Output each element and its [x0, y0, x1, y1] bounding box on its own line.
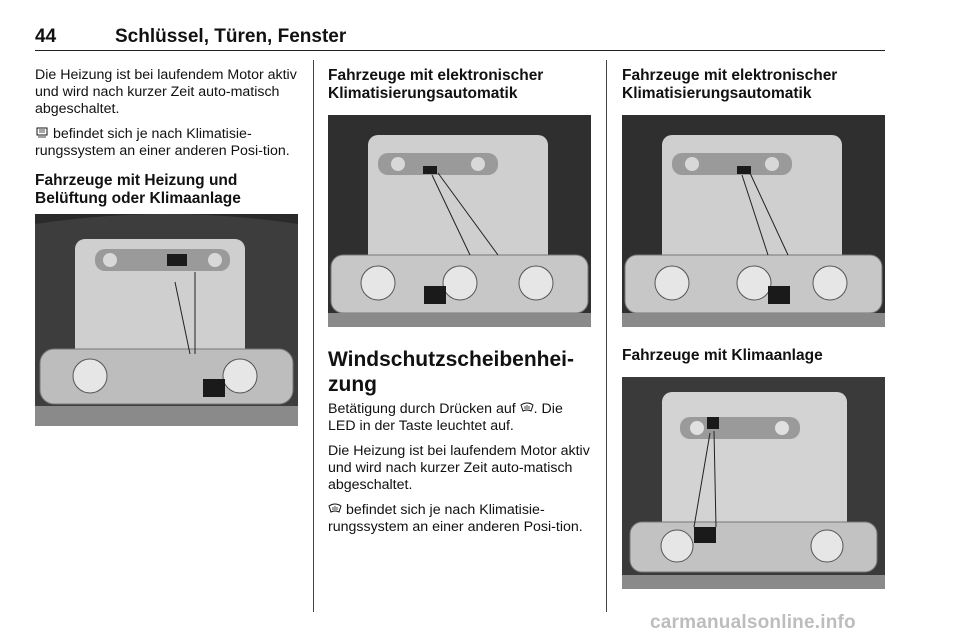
windscreen-heating-icon — [520, 401, 534, 418]
paragraph-text: befindet sich je nach Klimatisie-rungssy… — [328, 502, 583, 535]
paragraph: Die Heizung ist bei laufendem Motor akti… — [35, 67, 297, 117]
running-title: Schlüssel, Türen, Fenster — [115, 26, 347, 47]
watermark: carmanualsonline.info — [650, 612, 856, 633]
air-conditioning-panel-figure — [622, 377, 885, 589]
rear-window-heating-icon — [35, 126, 49, 143]
paragraph: Die Heizung ist bei laufendem Motor akti… — [328, 443, 590, 493]
paragraph-text: Betätigung durch Drücken auf — [328, 401, 516, 417]
paragraph: befindet sich je nach Klimatisie-rungssy… — [328, 502, 593, 536]
electronic-climate-control-figure — [328, 115, 591, 327]
page-number: 44 — [35, 26, 57, 47]
climate-control-panel-figure — [35, 214, 298, 426]
column-divider — [313, 60, 314, 612]
section-heading: Fahrzeuge mit elektronischer Klimatisier… — [328, 67, 544, 102]
paragraph: befindet sich je nach Klimatisie-rungssy… — [35, 126, 300, 160]
column-1: Die Heizung ist bei laufendem Motor akti… — [35, 67, 300, 426]
section-heading: Fahrzeuge mit elektronischer Klimatisier… — [622, 67, 838, 102]
paragraph: Betätigung durch Drücken auf . Die LED i… — [328, 401, 593, 435]
paragraph-text: befindet sich je nach Klimatisie-rungssy… — [35, 126, 290, 159]
column-3: Fahrzeuge mit elektronischer Klimatisier… — [622, 67, 887, 589]
paragraph-text: . Die LED in der Taste leuchtet auf. — [328, 401, 563, 434]
section-title: Windschutzscheibenhei-zung — [328, 348, 575, 396]
page-header: 44 Schlüssel, Türen, Fenster — [35, 26, 885, 51]
section-heading: Fahrzeuge mit Heizung und Belüftung oder… — [35, 172, 241, 207]
column-2: Fahrzeuge mit elektronischer Klimatisier… — [328, 67, 593, 544]
windscreen-heating-icon — [328, 502, 342, 519]
electronic-climate-control-figure — [622, 115, 885, 327]
section-heading: Fahrzeuge mit Klimaanlage — [622, 347, 823, 364]
column-divider — [606, 60, 607, 612]
